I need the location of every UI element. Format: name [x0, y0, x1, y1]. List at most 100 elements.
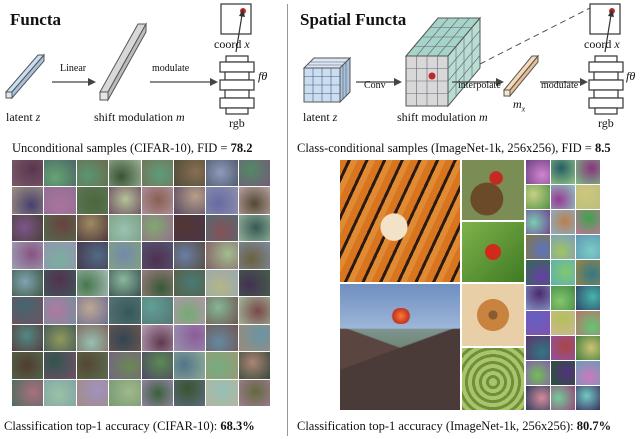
sample-tile [526, 285, 550, 310]
sample-tile [141, 379, 173, 406]
sample-tile [526, 385, 550, 410]
sample-tile [76, 214, 109, 242]
sample-tile [526, 210, 550, 235]
sample-tile [206, 242, 238, 269]
sample-tile [206, 324, 238, 352]
sample-tile [109, 324, 141, 352]
sample-tile [141, 187, 173, 214]
sample-tile [141, 297, 173, 324]
sample-tile [551, 185, 575, 210]
sample-tile [576, 260, 600, 285]
sample-tile [12, 160, 44, 187]
sample-tile [12, 269, 44, 297]
sample-tile [551, 160, 575, 185]
sample-tile [576, 310, 600, 335]
shift-modulation-bar [99, 23, 147, 93]
imagenet-samples-mosaic [340, 160, 600, 410]
right-shift-modulation-label: shift modulation m [397, 110, 488, 124]
sample-tile [12, 214, 44, 242]
sample-tile [173, 214, 206, 242]
sample-tile [12, 242, 44, 269]
bagel-image [462, 284, 524, 346]
latent-z-bar [4, 54, 46, 93]
unconditional-samples-caption: Unconditional samples (CIFAR-10), FID = … [12, 141, 253, 155]
sample-tile [76, 187, 109, 214]
shift-modulation-cube [404, 16, 482, 108]
dashed-link [479, 7, 591, 65]
sample-tile [238, 297, 270, 324]
sample-tile [576, 385, 600, 410]
sample-tile [12, 352, 44, 379]
sample-tile [109, 242, 141, 269]
sample-tile [12, 379, 44, 406]
ladybug-image [462, 222, 524, 282]
sample-tile [76, 160, 109, 187]
sample-tile [44, 242, 76, 269]
sample-tile [576, 160, 600, 185]
sample-tile [44, 269, 76, 297]
rgb-label: rgb [229, 116, 245, 130]
right-latent-z-label: latent z [303, 110, 338, 124]
sample-tile [551, 210, 575, 235]
sample-tile [44, 160, 76, 187]
sample-tile [12, 297, 44, 324]
sample-tile [576, 285, 600, 310]
interp-point [428, 72, 436, 80]
sample-tile [76, 242, 109, 269]
right-f-theta-network [588, 55, 624, 115]
conv-label: Conv [364, 80, 386, 91]
imagenet-thumbnail-grid [526, 160, 600, 410]
sample-tile [76, 297, 109, 324]
left-panel-title: Functa [10, 10, 61, 29]
sample-tile [551, 235, 575, 260]
sample-tile [576, 235, 600, 260]
sample-tile [76, 352, 109, 379]
tiger-image [340, 160, 460, 282]
sample-tile [206, 187, 238, 214]
sample-tile [551, 260, 575, 285]
right-rgb-label: rgb [598, 116, 614, 130]
sample-tile [12, 324, 44, 352]
sample-tile [109, 297, 141, 324]
sample-tile [238, 352, 270, 379]
sample-tile [44, 379, 76, 406]
sample-tile [173, 352, 206, 379]
sample-tile [206, 379, 238, 406]
sample-tile [551, 385, 575, 410]
panel-divider [287, 4, 288, 436]
sample-tile [526, 185, 550, 210]
sample-tile [141, 269, 173, 297]
sample-tile [44, 214, 76, 242]
sample-tile [526, 310, 550, 335]
sample-tile [206, 297, 238, 324]
sample-tile [141, 160, 173, 187]
sample-tile [141, 242, 173, 269]
sample-tile [141, 324, 173, 352]
lava-glow [390, 308, 412, 324]
sample-tile [526, 335, 550, 360]
sample-tile [109, 214, 141, 242]
sample-tile [109, 269, 141, 297]
artichoke-image [462, 348, 524, 410]
sample-tile [551, 285, 575, 310]
sample-tile [206, 160, 238, 187]
sample-tile [109, 160, 141, 187]
sample-tile [173, 297, 206, 324]
sample-tile [76, 379, 109, 406]
sample-tile [141, 352, 173, 379]
rooster-image [462, 160, 524, 220]
sample-tile [576, 335, 600, 360]
shift-modulation-label: shift modulation m [94, 110, 185, 124]
class-conditional-samples-caption: Class-conditional samples (ImageNet-1k, … [297, 141, 611, 155]
sample-tile [576, 210, 600, 235]
volcano-image [340, 284, 460, 410]
sample-tile [526, 235, 550, 260]
coord-box [220, 3, 252, 35]
sample-tile [109, 379, 141, 406]
right-accuracy-caption: Classification top-1 accuracy (ImageNet-… [297, 419, 612, 433]
sample-tile [173, 187, 206, 214]
sample-tile [238, 214, 270, 242]
sample-tile [44, 324, 76, 352]
sample-tile [12, 187, 44, 214]
coord-x-label: coord x [214, 37, 250, 51]
